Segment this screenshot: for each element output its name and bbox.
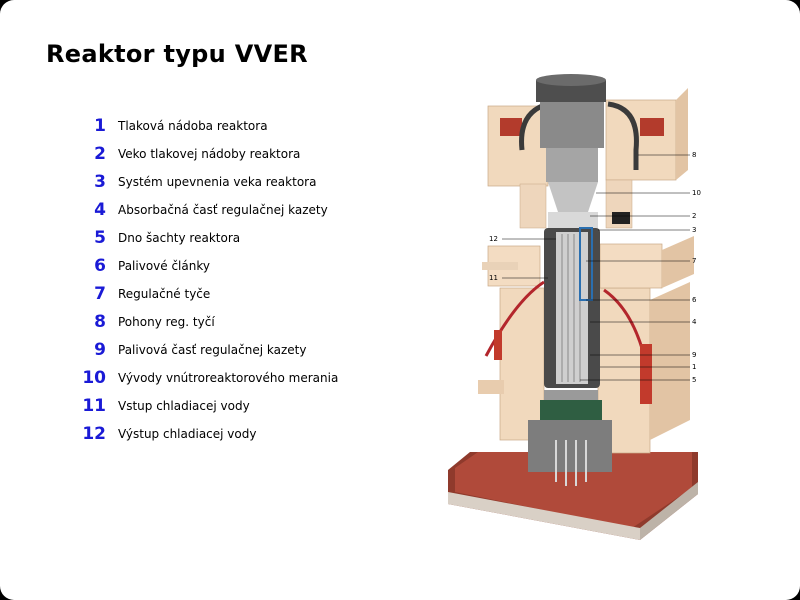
legend-number: 4 <box>94 200 106 220</box>
legend-label: Pohony reg. tyčí <box>118 315 215 329</box>
callout-number: 3 <box>692 226 696 234</box>
legend-number: 1 <box>94 116 106 136</box>
core-barrel <box>556 232 588 384</box>
legend-number: 11 <box>82 396 106 416</box>
legend-number: 8 <box>94 312 106 332</box>
callout-number: 12 <box>489 235 498 243</box>
support-grid <box>540 400 602 420</box>
callout-number: 2 <box>692 212 696 220</box>
concrete-lower-side <box>650 282 690 440</box>
upper-head-cone <box>548 182 598 212</box>
concrete-ledge <box>478 380 504 394</box>
callout-number: 6 <box>692 296 697 304</box>
reactor-cutaway-diagram: 8 10 2 3 12 7 11 6 4 9 1 5 <box>448 74 701 540</box>
upper-left-opening <box>500 118 522 136</box>
callout-number: 11 <box>489 274 498 282</box>
callouts: 8 10 2 3 12 7 11 6 4 9 1 5 <box>489 151 701 384</box>
bottom-chamber <box>528 420 612 472</box>
legend-label: Výstup chladiacej vody <box>118 427 257 441</box>
concrete-mid-side <box>662 236 694 288</box>
ventilation-duct <box>607 101 639 170</box>
nozzle-ledge <box>482 262 518 270</box>
legend-number: 9 <box>94 340 106 360</box>
legend-label: Palivové články <box>118 259 210 273</box>
callout-number: 10 <box>692 189 701 197</box>
legend-number: 6 <box>94 256 106 276</box>
legend-label: Systém upevnenia veka reaktora <box>118 175 317 189</box>
callout-number: 8 <box>692 151 696 159</box>
upper-right-opening <box>640 118 664 136</box>
upper-left-column <box>519 183 547 229</box>
dark-box <box>612 212 630 224</box>
legend-label: Veko tlakovej nádoby reaktora <box>118 147 301 161</box>
legend-label: Palivová časť regulačnej kazety <box>118 343 307 357</box>
legend-number: 2 <box>94 144 106 164</box>
callout-number: 1 <box>692 363 696 371</box>
legend-label: Absorbačná časť regulačnej kazety <box>118 203 328 217</box>
drive-nozzles <box>546 148 598 182</box>
coolant-outlet <box>494 330 502 360</box>
legend-label: Tlaková nádoba reaktora <box>118 119 268 133</box>
callout-number: 9 <box>692 351 696 359</box>
base-slab-face <box>448 492 640 540</box>
legend-label: Vývody vnútroreaktorového merania <box>118 371 339 385</box>
concrete-lower-left <box>499 287 545 441</box>
drive-housing-cap <box>536 74 606 86</box>
legend-number: 10 <box>82 368 106 388</box>
base-slab-top <box>455 452 692 528</box>
legend-label: Regulačné tyče <box>118 287 211 301</box>
legend-number: 12 <box>82 424 106 444</box>
callout-number: 7 <box>692 257 696 265</box>
control-rod-drives <box>540 102 604 148</box>
legend-number: 5 <box>94 228 106 248</box>
coolant-pipe <box>484 280 545 357</box>
legend-label: Vstup chladiacej vody <box>118 399 250 413</box>
base-slab-side <box>640 482 698 540</box>
coolant-inlet <box>640 344 652 404</box>
page-title: Reaktor typu VVER <box>46 40 308 68</box>
legend-number: 7 <box>94 284 106 304</box>
callout-number: 4 <box>692 318 697 326</box>
callout-number: 5 <box>692 376 696 384</box>
reactor-head <box>548 212 598 228</box>
legend-number: 3 <box>94 172 106 192</box>
drive-housing-top <box>536 80 606 102</box>
concrete-mid-right <box>599 243 663 289</box>
concrete-upper-side <box>676 88 688 180</box>
legend-label: Dno šachty reaktora <box>118 231 241 245</box>
concrete-upper-right <box>605 99 677 181</box>
